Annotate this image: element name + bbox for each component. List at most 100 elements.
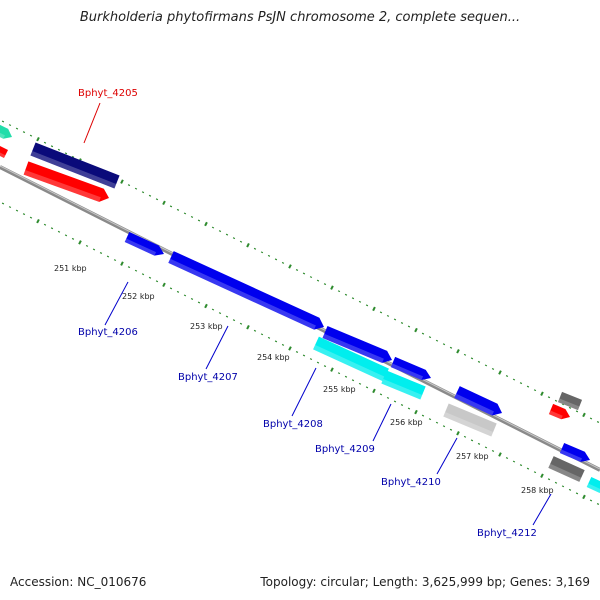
feature-body[interactable] [23, 161, 109, 202]
minor-tick [50, 227, 54, 230]
gene-label-bphyt_4206[interactable]: Bphyt_4206 [78, 327, 138, 338]
minor-tick [596, 503, 600, 505]
minor-tick [64, 234, 68, 237]
major-tick [414, 409, 418, 415]
feature-body[interactable] [454, 386, 502, 416]
feature-cyan-4208[interactable] [313, 336, 389, 382]
feature-body[interactable] [0, 123, 12, 139]
feature-body[interactable] [443, 403, 497, 437]
feature-body[interactable] [548, 456, 585, 482]
minor-tick [155, 280, 159, 283]
major-tick [204, 221, 208, 227]
feature-blue-4208[interactable] [322, 326, 392, 363]
minor-tick [477, 442, 481, 445]
gene-label-bphyt_4209[interactable]: Bphyt_4209 [315, 444, 375, 455]
minor-tick [477, 360, 481, 363]
minor-tick [225, 315, 229, 318]
accession-text: Accession: NC_010676 [10, 575, 147, 589]
major-tick [540, 391, 544, 396]
feature-blue-4209[interactable] [390, 356, 431, 380]
feature-red-4205[interactable] [23, 161, 109, 202]
major-tick [330, 367, 334, 372]
minor-tick [316, 361, 320, 364]
feature-gray-4212[interactable] [548, 456, 585, 482]
feature-body[interactable] [381, 370, 426, 400]
feature-shine [443, 411, 494, 437]
feature-body[interactable] [390, 356, 431, 380]
feature-body[interactable] [168, 251, 324, 330]
feature-navy-4205[interactable] [30, 142, 120, 189]
gene-label-bphyt_4207[interactable]: Bphyt_4207 [178, 372, 238, 383]
feature-body[interactable] [557, 391, 583, 411]
minor-tick [169, 287, 173, 290]
minor-tick [22, 131, 26, 134]
gene-label-bphyt_4205[interactable]: Bphyt_4205 [78, 88, 138, 99]
feature-body[interactable] [586, 477, 600, 493]
minor-tick [169, 205, 173, 208]
major-tick [246, 325, 250, 330]
major-tick [498, 370, 502, 375]
feature-cyan-4209[interactable] [381, 370, 426, 400]
feature-body[interactable] [0, 144, 9, 159]
minor-tick [512, 460, 516, 463]
minor-tick [113, 259, 117, 262]
minor-tick [568, 406, 572, 409]
minor-tick [323, 283, 327, 286]
feature-teal-edge[interactable] [0, 123, 12, 139]
gene-label-bphyt_4212[interactable]: Bphyt_4212 [477, 528, 537, 539]
minor-tick [43, 141, 47, 144]
major-tick [582, 412, 586, 418]
minor-tick [64, 152, 68, 155]
major-tick [204, 303, 208, 309]
minor-tick [225, 233, 229, 236]
feature-gray-4210[interactable] [443, 403, 497, 437]
minor-tick [71, 237, 75, 240]
feature-blue-4212[interactable] [559, 442, 590, 462]
minor-tick [141, 273, 145, 276]
feature-gray-right-upper[interactable] [557, 391, 583, 411]
feature-arrows[interactable] [0, 123, 600, 493]
feature-red-edge[interactable] [0, 144, 9, 159]
feature-red-right[interactable] [548, 403, 570, 420]
leader-bphyt_4207 [205, 325, 229, 370]
map-title: Burkholderia phytofirmans PsJN chromosom… [79, 10, 521, 25]
feature-blue-4206[interactable] [124, 232, 164, 256]
minor-tick [547, 478, 551, 481]
minor-tick [449, 428, 453, 431]
minor-tick [365, 386, 369, 389]
feature-blue-4207[interactable] [168, 251, 324, 330]
minor-tick [337, 290, 341, 293]
kbp-label-255: 255 kbp [323, 385, 356, 394]
feature-cyan-4212[interactable] [586, 477, 600, 493]
feature-body[interactable] [548, 403, 570, 420]
gene-labels[interactable]: Bphyt_4205Bphyt_4206Bphyt_4207Bphyt_4208… [78, 88, 537, 539]
minor-tick [274, 258, 278, 261]
major-tick [414, 327, 418, 333]
minor-tick [470, 439, 474, 442]
minor-tick [568, 488, 572, 491]
major-tick [246, 243, 250, 248]
feature-body[interactable] [313, 336, 389, 382]
feature-body[interactable] [559, 442, 590, 462]
feature-body[interactable] [30, 142, 120, 189]
minor-tick [428, 418, 432, 421]
gene-label-bphyt_4208[interactable]: Bphyt_4208 [263, 419, 323, 430]
minor-tick [197, 219, 201, 222]
minor-tick [141, 191, 145, 194]
minor-tick [8, 124, 12, 127]
feature-body[interactable] [124, 232, 164, 256]
minor-tick [190, 297, 194, 300]
minor-tick [57, 230, 61, 233]
gene-label-bphyt_4210[interactable]: Bphyt_4210 [381, 477, 441, 488]
minor-tick [281, 343, 285, 346]
minor-tick [15, 209, 19, 212]
feature-blue-4210[interactable] [454, 386, 502, 416]
minor-tick [134, 269, 138, 272]
feature-shine [0, 152, 6, 159]
kbp-label-252: 252 kbp [122, 292, 155, 301]
major-tick [288, 346, 292, 351]
feature-body[interactable] [322, 326, 392, 363]
minor-tick [519, 382, 523, 385]
